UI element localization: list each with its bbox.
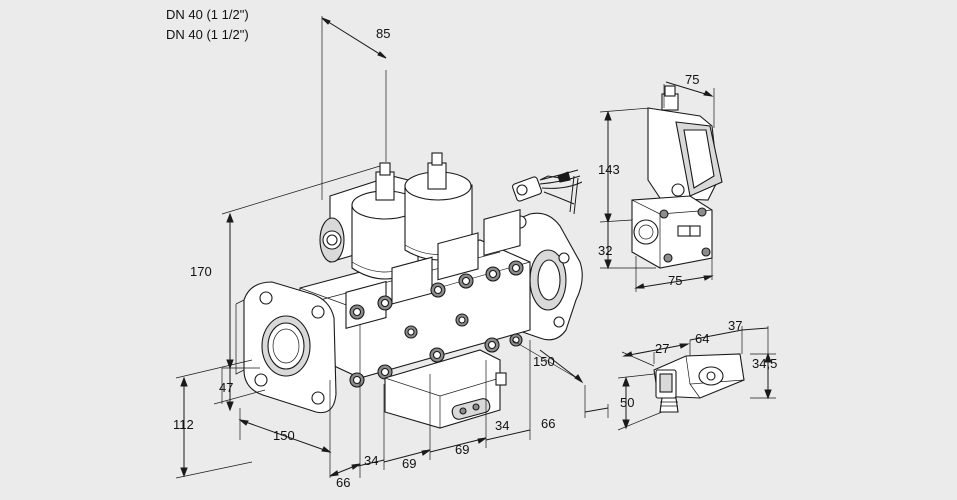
dim-34-5: 34,5 (752, 356, 777, 371)
main-valve-assembly (235, 152, 583, 429)
dim-75-bottom: 75 (668, 273, 682, 288)
cable-plug (512, 169, 583, 215)
dim-37: 37 (728, 318, 742, 333)
dim-50: 50 (620, 395, 634, 410)
dim-32: 32 (598, 243, 612, 258)
control-modules (345, 208, 521, 329)
dim-143: 143 (598, 162, 620, 177)
dim-112: 112 (173, 417, 194, 432)
dim-27: 27 (655, 341, 669, 356)
dim-64: 64 (695, 331, 709, 346)
main-dimensions: 85 170 47 112 150 66 34 (173, 16, 609, 490)
dim-170: 170 (190, 264, 212, 279)
title-line-1: DN 40 (1 1/2") (166, 7, 249, 22)
side-dimensions: 75 143 32 75 (598, 72, 715, 292)
dim-66-bottom: 66 (336, 475, 350, 490)
dim-69-left: 69 (402, 456, 416, 471)
title-line-2: DN 40 (1 1/2") (166, 27, 249, 42)
dim-85: 85 (376, 26, 390, 41)
screws (349, 260, 524, 388)
dim-34-right: 34 (495, 418, 509, 433)
side-view (631, 85, 723, 269)
dim-34-left: 34 (364, 453, 378, 468)
dim-47: 47 (219, 380, 233, 395)
dim-69-right: 69 (455, 442, 469, 457)
dim-150-right: 150 (533, 354, 555, 369)
plug-detail (653, 353, 745, 413)
plug-dimensions: 27 64 37 34,5 50 (617, 318, 777, 431)
solenoid-coil-left (351, 162, 419, 280)
dim-150-left: 150 (273, 428, 295, 443)
lower-box (384, 349, 507, 429)
dim-75-top: 75 (685, 72, 699, 87)
dim-66-right: 66 (541, 416, 555, 431)
left-flange (235, 281, 337, 414)
